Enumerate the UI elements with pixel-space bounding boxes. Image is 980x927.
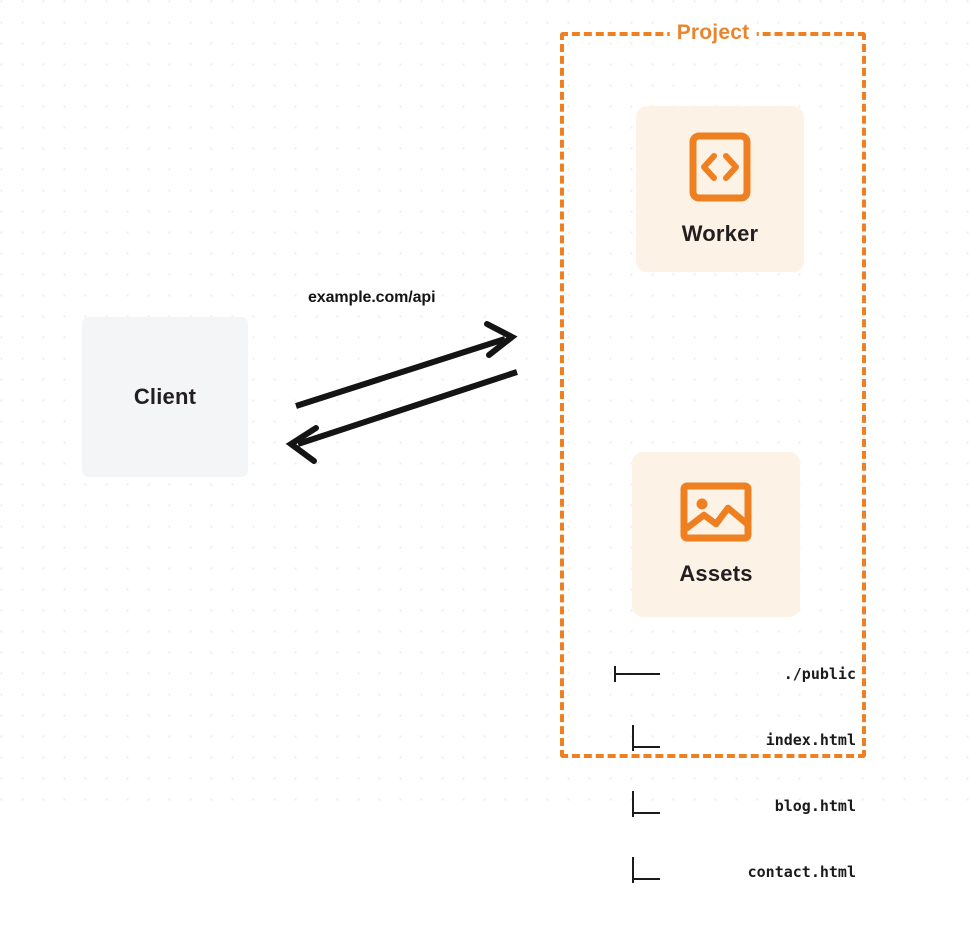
project-container: Project Worker Assets <box>560 21 866 883</box>
file-tree-item-label: blog.html <box>774 797 856 815</box>
assets-card[interactable]: Assets <box>632 452 800 617</box>
tree-branch-icon <box>612 725 674 751</box>
connection-label: example.com/api <box>308 289 436 306</box>
client-label: Client <box>133 384 197 409</box>
file-tree-item: blog.html <box>612 791 857 817</box>
diagram-canvas: Client example.com/api Project W <box>0 0 980 883</box>
file-tree-item-label: contact.html <box>747 863 856 881</box>
file-tree-item: contact.html <box>612 857 857 883</box>
file-tree-root-label: ./public <box>783 665 856 683</box>
project-title: Project <box>669 21 757 45</box>
image-icon <box>680 482 752 547</box>
code-brackets-icon <box>689 132 751 207</box>
client-node[interactable]: Client <box>82 317 248 477</box>
worker-label: Worker <box>681 220 759 246</box>
request-arrow <box>295 321 518 409</box>
response-arrow <box>285 369 518 464</box>
file-tree-root-row: ./public <box>612 663 857 685</box>
tree-branch-icon <box>612 663 674 685</box>
file-tree-item: index.html <box>612 725 857 751</box>
tree-branch-icon <box>612 857 674 883</box>
file-tree-item-label: index.html <box>765 731 856 749</box>
file-tree: ./public index.html blog.html contact.ht… <box>612 619 857 927</box>
assets-label: Assets <box>679 561 753 586</box>
tree-branch-icon <box>612 791 674 817</box>
worker-card[interactable]: Worker <box>636 106 804 272</box>
